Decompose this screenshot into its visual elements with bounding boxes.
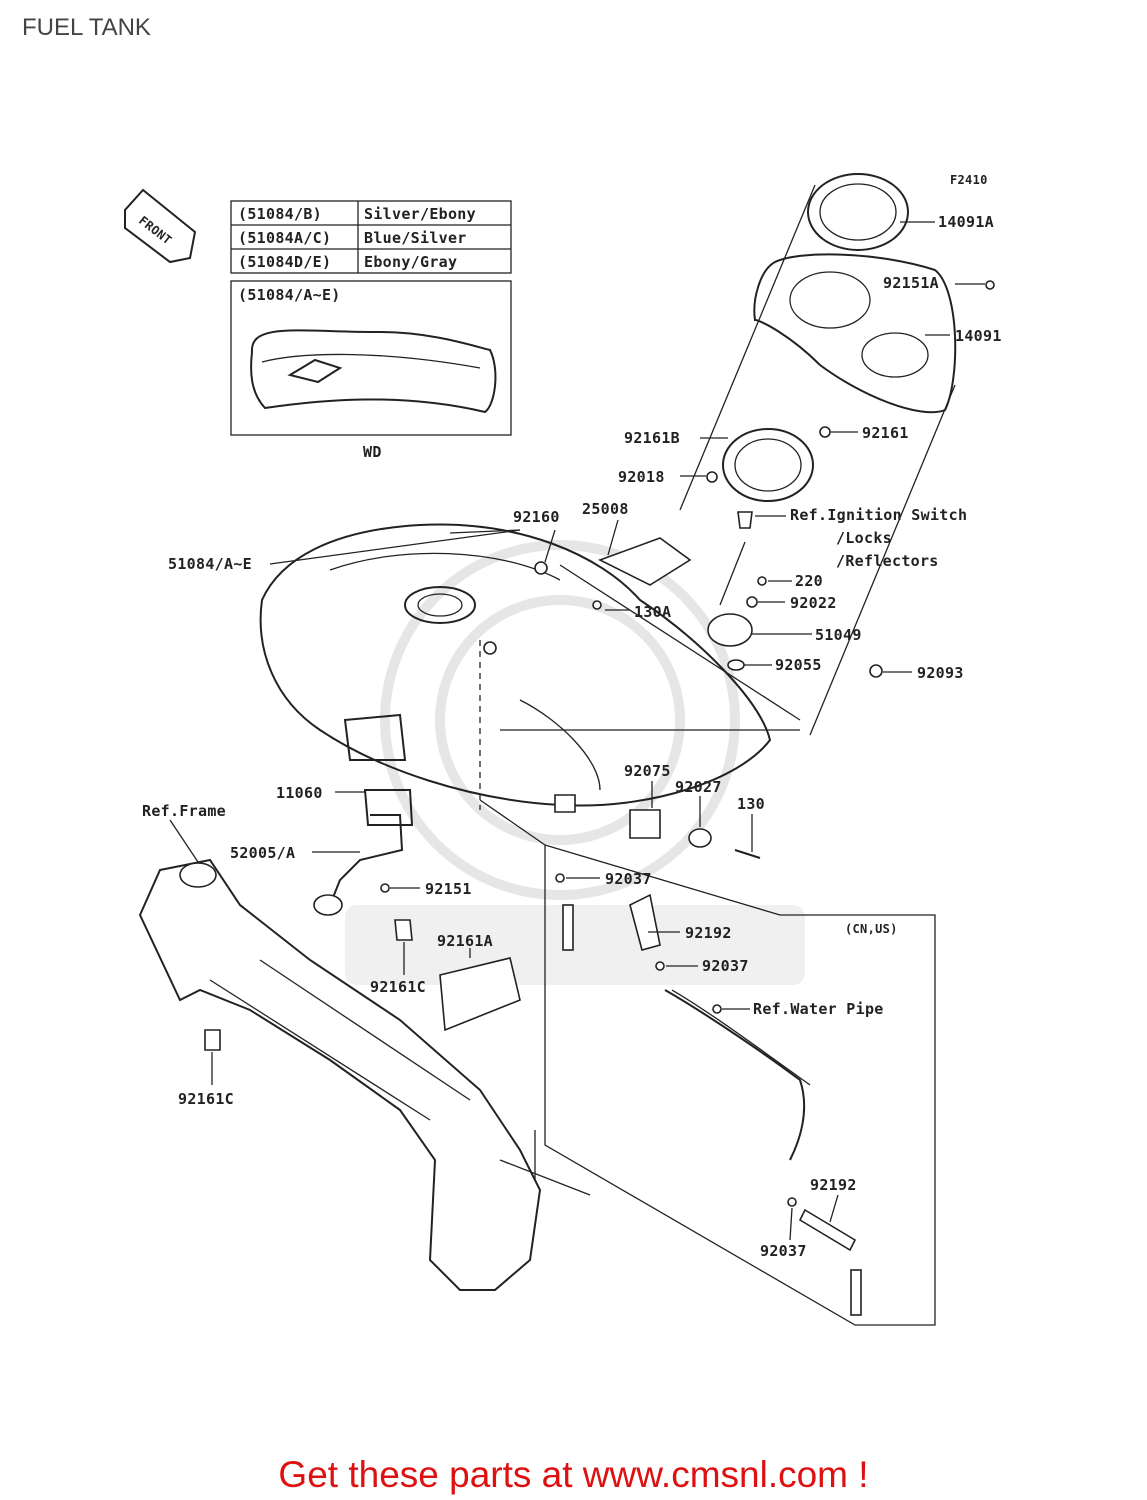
- table-row-code: (51084/B): [238, 205, 322, 223]
- watermark-logo: [345, 540, 805, 985]
- table-row-code: (51084D/E): [238, 253, 331, 271]
- part-label: 14091A: [938, 213, 994, 231]
- part-label: 92075: [624, 762, 671, 780]
- ref-label: /Reflectors: [836, 552, 939, 570]
- part-label: 51049: [815, 626, 862, 644]
- table-row-color: Blue/Silver: [364, 229, 467, 247]
- part-label: 92161C: [370, 978, 426, 996]
- frame-drawing: [138, 858, 591, 1291]
- part-label: 92161C: [178, 1090, 234, 1108]
- part-label: 92055: [775, 656, 822, 674]
- figure-code: F2410: [950, 173, 988, 187]
- part-label: 92018: [618, 468, 665, 486]
- table-row-code: (51084A/C): [238, 229, 331, 247]
- color-table: (51084/B) Silver/Ebony (51084A/C) Blue/S…: [230, 200, 512, 274]
- instrument-cover-drawing: [706, 173, 995, 678]
- part-label: 92151A: [883, 274, 939, 292]
- shop-link[interactable]: Get these parts at www.cmsnl.com !: [278, 1454, 869, 1495]
- part-label: 220: [795, 572, 823, 590]
- page-title: FUEL TANK: [22, 14, 151, 41]
- fuel-tank-drawing: [259, 523, 772, 916]
- table-row-color: Silver/Ebony: [364, 205, 476, 223]
- decal-code: (51084/A~E): [238, 286, 341, 304]
- part-label: 92161B: [624, 429, 680, 447]
- part-label: 92093: [917, 664, 964, 682]
- part-label: 130: [737, 795, 765, 813]
- part-label: 52005/A: [230, 844, 295, 862]
- part-label: 92192: [810, 1176, 857, 1194]
- leader-lines: [169, 221, 985, 1241]
- ref-label: Ref.Water Pipe: [753, 1000, 884, 1018]
- part-label: 14091: [955, 327, 1002, 345]
- part-label: 130A: [634, 603, 671, 621]
- part-label: 92160: [513, 508, 560, 526]
- part-label: 92161A: [437, 932, 493, 950]
- part-label: 92161: [862, 424, 909, 442]
- table-row-color: Ebony/Gray: [364, 253, 457, 271]
- part-label: 92027: [675, 778, 722, 796]
- part-labels: 14091A 92151A 14091 92161B 92161 92018 R…: [142, 213, 1002, 1260]
- part-label: 25008: [582, 500, 629, 518]
- part-label: 92037: [760, 1242, 807, 1260]
- region-box: (CN,US): [544, 844, 936, 1326]
- hose-pipe-drawing: [555, 873, 862, 1316]
- ref-label: /Locks: [836, 529, 892, 547]
- decal-box: (51084/A~E) WD: [230, 280, 512, 461]
- part-label: 11060: [276, 784, 323, 802]
- part-label: 92037: [605, 870, 652, 888]
- region-label: (CN,US): [845, 922, 898, 936]
- part-label: 51084/A~E: [168, 555, 252, 573]
- parts-diagram: FRONT F2410 (51084/B) Silver/Ebony (5108…: [124, 173, 1002, 1326]
- part-label: 92037: [702, 957, 749, 975]
- ref-label: Ref.Ignition Switch: [790, 506, 967, 524]
- part-label: 92192: [685, 924, 732, 942]
- reference-lines: [479, 184, 956, 1180]
- front-arrow-icon: FRONT: [124, 188, 197, 264]
- decal-caption: WD: [363, 443, 382, 461]
- ref-label: Ref.Frame: [142, 802, 226, 820]
- part-label: 92022: [790, 594, 837, 612]
- part-label: 92151: [425, 880, 472, 898]
